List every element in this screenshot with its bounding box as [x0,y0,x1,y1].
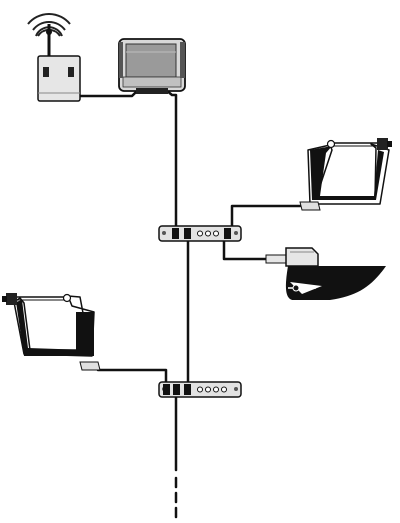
cable-display-junction-upper [164,88,178,228]
wireless-gateway [27,12,81,102]
cable-junction-sensor-upper [230,204,302,230]
cable-junction-transducer [222,234,268,261]
junction-port [172,228,179,239]
junction-port [184,228,191,239]
junction-port [224,228,231,239]
frame-sensor-upper-right [299,138,392,211]
display-screen [125,43,177,78]
junction-port [163,384,170,395]
junction-port [173,384,180,395]
junction-port [213,386,219,393]
cable-junction-sensor-lower [96,368,168,384]
display-terminal [118,38,186,94]
junction-port [221,386,227,393]
gateway-body [37,55,81,102]
junction-box-lower [158,381,242,398]
junction-port [184,384,191,395]
junction-box-upper [158,225,242,242]
junction-port [197,230,203,237]
junction-port [205,230,211,237]
hull-icon [285,266,386,300]
junction-port [213,230,219,237]
frame-sensor-lower-left [2,293,101,371]
cables [78,86,302,523]
transducer-connector [265,254,287,264]
junction-port [197,386,203,393]
hull-section [285,266,386,300]
junction-port [205,386,211,393]
display-mount [136,88,168,94]
transducer-body [285,247,319,267]
transducer [265,247,319,267]
